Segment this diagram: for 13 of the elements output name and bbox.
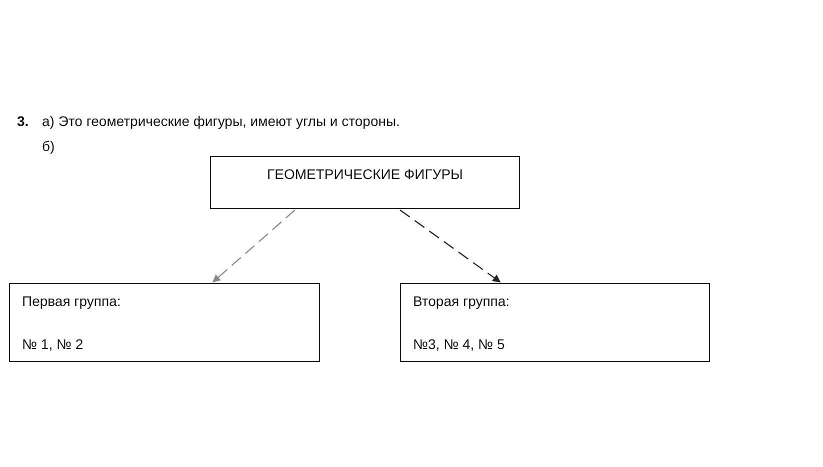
box-heading: Первая группа: [22, 292, 121, 310]
task-text: а) Это геометрические фигуры, имеют углы и стороны. [42, 113, 400, 129]
arrow [400, 210, 501, 282]
task-number: 3. [17, 113, 29, 129]
arrow [212, 210, 296, 283]
box-heading: ГЕОМЕТРИЧЕСКИЕ ФИГУРЫ [267, 165, 463, 183]
box-text: № 1, № 2 [22, 335, 84, 353]
group-box [9, 283, 320, 362]
box-text: №3, № 4, № 5 [413, 335, 505, 353]
group-box [400, 283, 710, 362]
task-text: б) [42, 138, 55, 154]
group-box [210, 156, 520, 209]
box-heading: Вторая группа: [413, 292, 510, 310]
